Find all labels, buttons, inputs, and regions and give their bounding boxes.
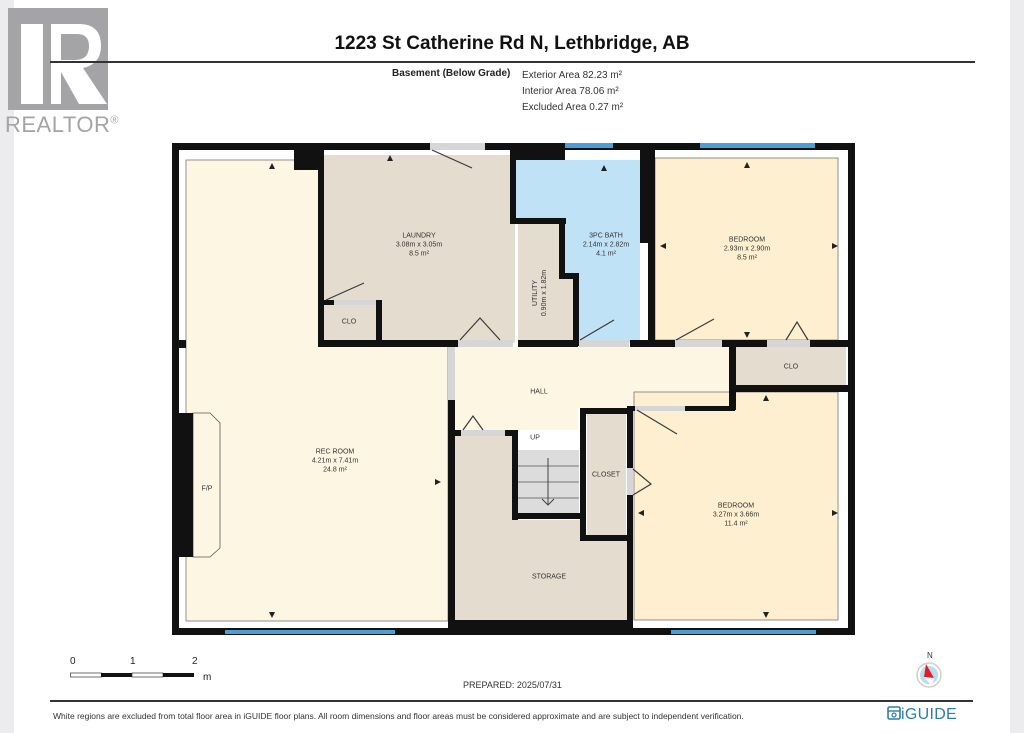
- iguide-logo-icon: [887, 706, 901, 720]
- right-margin: [1010, 0, 1024, 733]
- interior-area: Interior Area 78.06 m²: [522, 86, 619, 97]
- prepared-date: PREPARED: 2025/07/31: [463, 680, 562, 690]
- stairs-up-label: UP: [530, 434, 540, 442]
- measurement-markers: [269, 155, 838, 618]
- scale-bar-graphic: [70, 672, 194, 678]
- area-summary: Exterior Area 82.23 m² Interior Area 78.…: [522, 68, 623, 116]
- room-label-hall: HALL: [530, 388, 548, 396]
- room-label-fireplace: F/P: [201, 485, 213, 493]
- room-label-utility: UTILITY 0.90m x 1.82m: [532, 269, 548, 317]
- iguide-logo: iGUIDE: [887, 706, 957, 724]
- walls: [172, 143, 855, 635]
- room-label-bedroom-1: BEDROOM 2.93m x 2.90m 8.5 m²: [723, 236, 771, 262]
- footer-divider: [50, 700, 973, 702]
- room-label-closet: CLOSET: [591, 471, 621, 479]
- door-openings: [334, 143, 810, 495]
- realtor-wordmark: REALTOR®: [5, 112, 119, 137]
- room-label-bedroom-2: BEDROOM 3.27m x 3.66m 11.4 m²: [712, 502, 760, 528]
- room-fills: [185, 155, 846, 622]
- svg-text:N: N: [927, 651, 933, 660]
- header-divider: [50, 61, 975, 63]
- room-label-storage: STORAGE: [531, 573, 567, 581]
- room-label-laundry: LAUNDRY 3.08m x 3.05m 8.5 m²: [395, 232, 443, 258]
- realtor-logo-icon: [8, 8, 108, 110]
- property-address-title: 1223 St Catherine Rd N, Lethbridge, AB: [334, 33, 690, 54]
- footer-disclaimer: White regions are excluded from total fl…: [53, 711, 744, 721]
- windows: [225, 143, 816, 634]
- room-label-3pc-bath: 3PC BATH 2.14m x 2.82m 4.1 m²: [582, 232, 630, 258]
- excluded-area: Excluded Area 0.27 m²: [522, 102, 624, 113]
- door-swings: [325, 149, 809, 496]
- north-compass-icon: N: [910, 650, 954, 699]
- room-label-clo-right: CLO: [783, 363, 799, 371]
- room-label-rec-room: REC ROOM 4.21m x 7.41m 24.8 m²: [311, 448, 359, 474]
- left-margin: [0, 0, 14, 733]
- level-name: Basement (Below Grade): [392, 68, 511, 79]
- exterior-area: Exterior Area 82.23 m²: [522, 70, 623, 81]
- room-label-clo-left: CLO: [341, 318, 357, 326]
